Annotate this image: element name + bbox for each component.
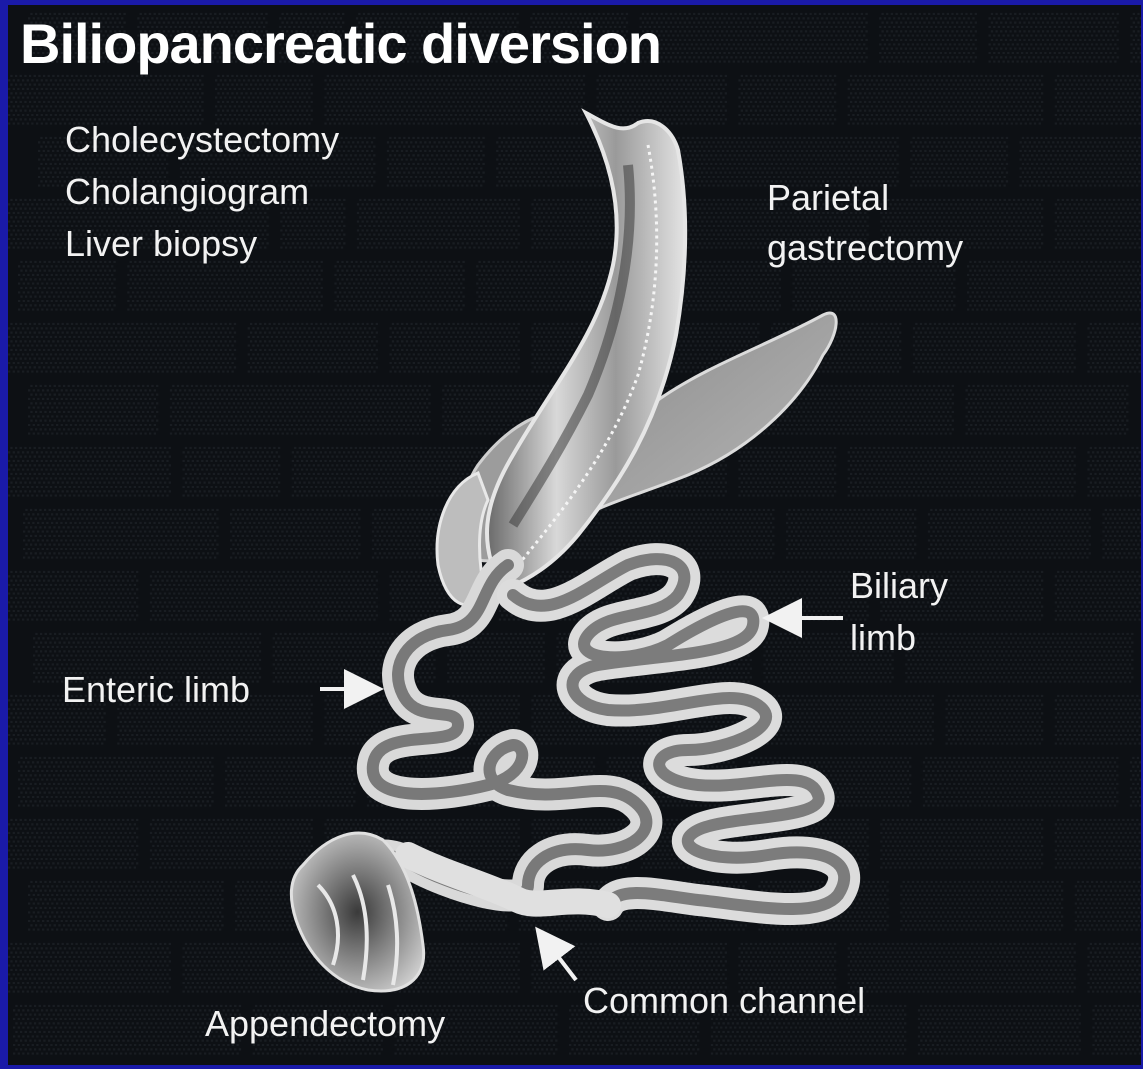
label-parietal: Parietal (767, 173, 889, 223)
label-cholecystectomy: Cholecystectomy (65, 115, 339, 165)
label-enteric-limb: Enteric limb (62, 665, 250, 715)
label-biliary: Biliary (850, 561, 948, 611)
diagram-title: Biliopancreatic diversion (20, 11, 661, 77)
common-channel-arrow (540, 933, 576, 980)
diagram-frame: ▒▒▒ ▒▒▒▒ ▒▒ ▒▒▒▒▒ ▒▒▒ ▒▒▒▒▒▒▒ ▒▒▒ ▒▒▒▒ ▒… (8, 5, 1141, 1065)
label-liver-biopsy: Liver biopsy (65, 219, 257, 269)
label-gastrectomy: gastrectomy (767, 223, 963, 273)
label-common-channel: Common channel (583, 976, 865, 1026)
label-appendectomy: Appendectomy (205, 999, 445, 1049)
label-biliary-limb: limb (850, 613, 916, 663)
label-cholangiogram: Cholangiogram (65, 167, 309, 217)
